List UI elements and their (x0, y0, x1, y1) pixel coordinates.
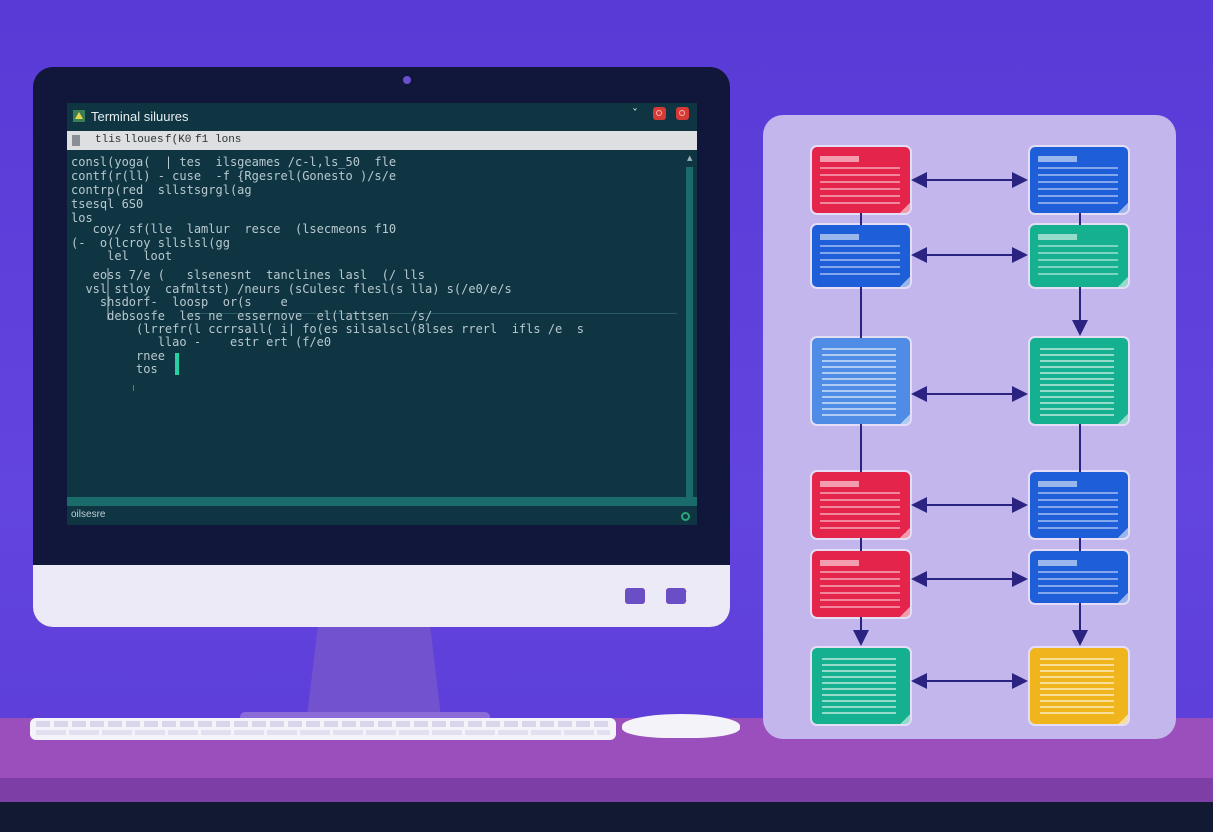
monitor: Terminal siluures ˇ tlis lloues f(K0 f1 … (33, 67, 730, 627)
terminal-line: contrp(red sllstsgrgl(ag (71, 183, 252, 197)
keyboard-keys (36, 730, 610, 735)
diagram-panel (763, 115, 1176, 739)
terminal-window[interactable]: Terminal siluures ˇ tlis lloues f(K0 f1 … (67, 103, 697, 525)
monitor-button[interactable] (625, 588, 645, 604)
terminal-line: coy/ sf(lle lamlur resce (lsecmeons f10 (71, 222, 397, 236)
keyboard-keys (36, 721, 610, 727)
menu-item-f1[interactable]: f1 (195, 134, 209, 146)
prompt-icon: ı (132, 381, 136, 394)
status-bar (67, 497, 697, 506)
diagram-node-blue (1030, 551, 1128, 603)
selection-bracket (107, 268, 109, 320)
terminal-title-bar[interactable]: Terminal siluures ˇ (67, 103, 697, 129)
mouse (622, 714, 740, 738)
diagram-node-red (812, 147, 910, 213)
close-icon[interactable] (676, 107, 689, 120)
monitor-stand-base (240, 712, 490, 722)
menu-bar: tlis lloues f(K0 f1 lons (67, 131, 697, 150)
terminal-line: rnee (71, 349, 165, 363)
terminal-line: (- o(lcroy sllslsl(gg (71, 236, 230, 250)
scroll-up-icon[interactable]: ▲ (687, 154, 693, 162)
monitor-stand (307, 627, 441, 717)
diagram-node-red (812, 551, 910, 617)
terminal-line: shsdorf- loosp or(s e (71, 295, 288, 309)
diagram-node-blue (1030, 472, 1128, 538)
status-text: oilsesre (71, 509, 106, 520)
menu-grip-icon (72, 135, 80, 146)
terminal-line: tsesql 6S0 (71, 197, 144, 211)
terminal-line: los (71, 211, 93, 225)
monitor-button[interactable] (666, 588, 686, 604)
menu-item-tlis[interactable]: tlis (95, 134, 122, 146)
minimize-icon[interactable]: ˇ (632, 107, 638, 121)
terminal-line: vsl stloy cafmltst) /neurs (sCulesc fles… (71, 282, 512, 296)
webcam-icon (403, 76, 411, 84)
diagram-node-lightblue (812, 338, 910, 424)
terminal-line: lel loot (71, 249, 173, 263)
terminal-line: eoss 7/e ( slsenesnt tanclines lasl (/ l… (71, 268, 426, 282)
terminal-line: (lrrefr(l ccrrsall( i| fo(es silsalscl(8… (71, 322, 584, 336)
selection-line (187, 313, 677, 314)
window-title: Terminal siluures (91, 109, 189, 124)
floor (0, 802, 1213, 832)
diagram-node-teal (1030, 225, 1128, 287)
status-indicator-icon (681, 512, 690, 521)
terminal-line: consl(yoga( | tes ilsgeames /c-l,ls_50 f… (71, 155, 397, 169)
diagram-node-teal (812, 648, 910, 724)
diagram-node-blue (812, 225, 910, 287)
terminal-line: llao - estr ert (f/e0 (71, 335, 332, 349)
monitor-chin (33, 565, 730, 627)
diagram-node-yellow (1030, 648, 1128, 724)
diagram-node-red (812, 472, 910, 538)
terminal-line: contf(r(ll) - cuse -f {Rgesrel(Gonesto )… (71, 169, 397, 183)
menu-item-lloues[interactable]: lloues (124, 134, 164, 146)
menu-item-fk0[interactable]: f(K0 (165, 134, 192, 146)
maximize-button[interactable] (653, 107, 666, 120)
menu-item-lons[interactable]: lons (215, 134, 242, 146)
terminal-app-icon (73, 110, 85, 122)
desk-edge (0, 778, 1213, 802)
terminal-line: tos (71, 362, 158, 376)
scrollbar[interactable] (686, 167, 693, 499)
terminal-line: debsosfe les ne essernove el(lattsen /s/ (71, 309, 433, 323)
diagram-node-blue (1030, 147, 1128, 213)
keyboard (30, 718, 616, 740)
text-cursor (175, 353, 179, 375)
diagram-node-teal (1030, 338, 1128, 424)
